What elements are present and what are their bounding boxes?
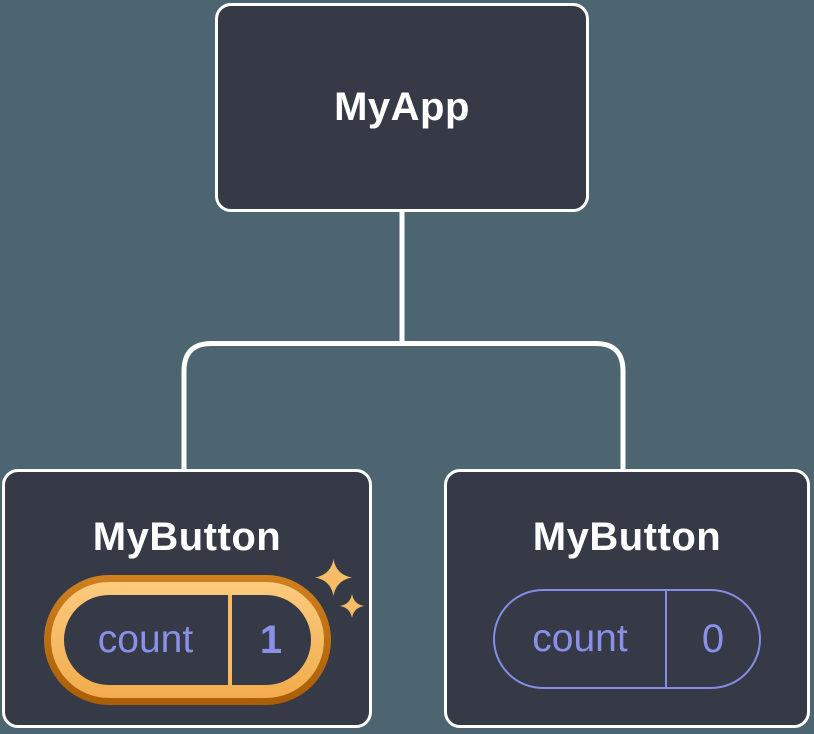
state-badge-divider	[665, 591, 667, 687]
sparkle-icon	[340, 594, 364, 618]
node-myapp: MyApp	[215, 3, 589, 212]
state-value: 0	[701, 616, 725, 661]
node-mybutton-plain: MyButton count 0	[444, 469, 810, 728]
state-value: 1	[259, 617, 283, 662]
state-badge-inner-ring: count 1	[50, 582, 324, 698]
branch-line	[181, 341, 626, 472]
state-key-label: count	[97, 618, 194, 661]
state-badge-plain: count 0	[493, 589, 761, 689]
state-key-label: count	[532, 617, 628, 660]
state-badge-body: count 1	[63, 595, 311, 685]
node-label: MyButton	[92, 515, 282, 559]
node-label: MyApp	[334, 85, 470, 129]
node-mybutton-highlighted: MyButton count 1	[2, 469, 372, 728]
state-badge-divider	[227, 595, 232, 685]
state-badge-highlighted: count 1	[43, 575, 331, 705]
sparkle-icon	[315, 559, 352, 596]
node-label: MyButton	[532, 515, 722, 559]
